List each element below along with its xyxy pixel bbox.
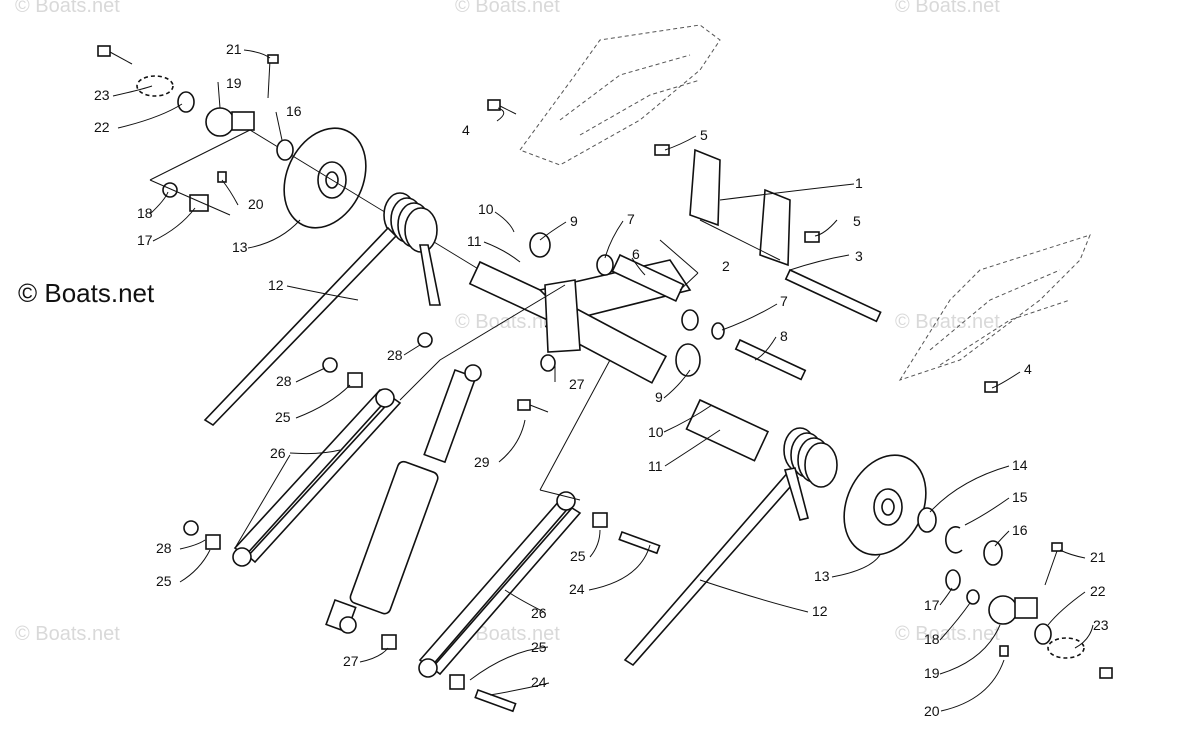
callout-26: 26 xyxy=(270,445,286,461)
idler-wheel-lower xyxy=(843,454,1113,679)
callout-10: 10 xyxy=(478,201,494,217)
arm-left xyxy=(232,388,402,567)
callout-24: 24 xyxy=(531,674,547,690)
callout-11: 11 xyxy=(467,233,482,249)
callout-28: 28 xyxy=(276,373,292,389)
callout-15: 15 xyxy=(1012,489,1028,505)
callout-5: 5 xyxy=(853,213,861,229)
callout-6: 6 xyxy=(632,246,640,262)
watermark: © Boats.net xyxy=(895,311,1000,333)
callout-16: 16 xyxy=(286,103,302,119)
watermarks: © Boats.net © Boats.net © Boats.net © Bo… xyxy=(15,0,1000,645)
callout-25: 25 xyxy=(156,573,172,589)
watermark: © Boats.net xyxy=(15,623,120,645)
callout-4: 4 xyxy=(462,122,470,138)
callout-11: 11 xyxy=(648,458,663,474)
callout-10: 10 xyxy=(648,424,664,440)
callout-25: 25 xyxy=(275,409,291,425)
callout-2: 2 xyxy=(722,258,730,274)
callout-12: 12 xyxy=(268,277,284,293)
callout-26: 26 xyxy=(531,605,547,621)
callout-7: 7 xyxy=(627,211,635,227)
callout-8: 8 xyxy=(780,328,788,344)
callout-20: 20 xyxy=(924,703,940,719)
callout-19: 19 xyxy=(924,665,940,681)
callout-27: 27 xyxy=(569,376,585,392)
callout-28: 28 xyxy=(387,347,403,363)
arm-right xyxy=(418,491,582,678)
callout-3: 3 xyxy=(855,248,863,264)
callout-9: 9 xyxy=(570,213,578,229)
small-bushings xyxy=(183,332,661,713)
watermark: © Boats.net xyxy=(455,0,560,17)
callout-17: 17 xyxy=(137,232,153,248)
bolt-4 xyxy=(487,99,998,393)
idler-wheel-upper xyxy=(249,127,481,271)
callout-labels: 1 2 3 4 4 5 5 6 7 7 8 9 9 10 10 11 11 12… xyxy=(94,41,1109,719)
frame-rail-upper xyxy=(519,24,721,166)
callout-20: 20 xyxy=(248,196,264,212)
callout-4: 4 xyxy=(1024,361,1032,377)
callout-24: 24 xyxy=(569,581,585,597)
spring-left xyxy=(203,192,441,427)
spring-right xyxy=(623,398,838,667)
callout-23: 23 xyxy=(94,87,110,103)
callout-25: 25 xyxy=(531,639,547,655)
shock-absorber xyxy=(325,364,482,634)
callout-21: 21 xyxy=(226,41,242,57)
callout-19: 19 xyxy=(226,75,242,91)
leader-lines xyxy=(112,49,1094,712)
callout-14: 14 xyxy=(1012,457,1028,473)
callout-5: 5 xyxy=(700,127,708,143)
axle-assembly xyxy=(468,232,807,384)
callout-22: 22 xyxy=(94,119,110,135)
callout-9: 9 xyxy=(655,389,663,405)
watermark: © Boats.net xyxy=(455,623,560,645)
callout-17: 17 xyxy=(924,597,940,613)
callout-12: 12 xyxy=(812,603,828,619)
callout-28: 28 xyxy=(156,540,172,556)
bolt-23-upper xyxy=(97,45,174,97)
watermark: © Boats.net xyxy=(455,311,560,333)
callout-25: 25 xyxy=(570,548,586,564)
callout-18: 18 xyxy=(924,631,940,647)
watermark: © Boats.net xyxy=(15,0,120,17)
callout-18: 18 xyxy=(137,205,153,221)
callout-16: 16 xyxy=(1012,522,1028,538)
callout-13: 13 xyxy=(814,568,830,584)
watermark: © Boats.net xyxy=(895,0,1000,17)
watermark: © Boats.net xyxy=(895,623,1000,645)
callout-22: 22 xyxy=(1090,583,1106,599)
callout-7: 7 xyxy=(780,293,788,309)
frame-rail-lower xyxy=(898,234,1091,381)
bracket-pair xyxy=(654,144,882,323)
callout-27: 27 xyxy=(343,653,359,669)
callout-1: 1 xyxy=(855,175,863,191)
bushing-22-upper xyxy=(162,54,294,212)
callout-13: 13 xyxy=(232,239,248,255)
callout-29: 29 xyxy=(474,454,490,470)
callout-21: 21 xyxy=(1090,549,1106,565)
callout-23: 23 xyxy=(1093,617,1109,633)
brand-watermark: © Boats.net xyxy=(18,278,155,308)
